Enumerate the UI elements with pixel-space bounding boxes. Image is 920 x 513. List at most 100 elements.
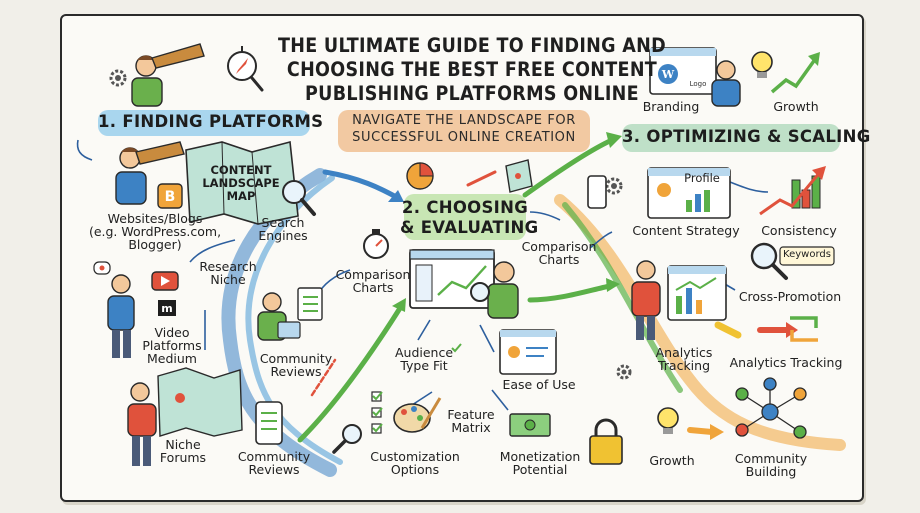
map-line: MAP: [226, 189, 256, 203]
page-subtitle: NAVIGATE THE LANDSCAPE FOR SUCCESSFUL ON…: [333, 112, 595, 146]
content-landscape-map: [185, 140, 299, 225]
person-tablet-icon: [257, 292, 301, 341]
section3-highlight: [622, 124, 840, 152]
label-line: Building: [745, 464, 797, 480]
magnifier-icon: [332, 424, 362, 454]
label-line: Reviews: [248, 462, 300, 478]
gear-icon: [605, 177, 623, 195]
forum-map-icon: [157, 367, 243, 437]
section1-highlight: [98, 110, 310, 136]
branding-window-icon: [649, 47, 717, 95]
wordpress-glyph: W: [661, 68, 675, 81]
analytics-window-icon: [667, 265, 727, 321]
label-line: Analytics: [655, 345, 713, 360]
label-comparison-charts: Comparison Charts: [514, 240, 604, 266]
label-line: Monetization: [499, 449, 581, 464]
phone-reviews-icon: [255, 401, 283, 445]
label-line: Comparison: [521, 239, 597, 254]
gear-icon: [616, 364, 632, 380]
label-line: Options: [390, 462, 440, 478]
chat-heart-icon: [93, 261, 111, 275]
clipboard-checklist-icon: [297, 287, 323, 321]
magnifier-map: [282, 180, 316, 216]
label-line: Reviews: [270, 364, 322, 380]
mobile-phone-icon: [587, 175, 607, 209]
profile-card-icon: [499, 329, 557, 375]
person-branding-icon: [711, 60, 741, 107]
section2-highlight: [404, 194, 526, 240]
person-telescope-icon: [131, 43, 205, 107]
section-choosing-evaluating: 2. CHOOSING & EVALUATING: [400, 198, 539, 238]
label-line: Audience: [394, 345, 454, 360]
label-research-niche: Research Niche: [188, 260, 268, 286]
section-line: 2. CHOOSING: [401, 198, 529, 217]
label-line: Video: [154, 325, 190, 340]
label-analytics-tracking: Analytics Tracking: [642, 346, 726, 372]
cross-promotion-arrows-icon: [790, 316, 818, 342]
label-community-reviews: Community Reviews: [232, 450, 316, 476]
palette-icon: [393, 397, 442, 433]
label-content-strategy: Content Strategy: [632, 223, 740, 238]
label-line: Niche: [165, 437, 201, 452]
label-line: Community: [237, 449, 311, 464]
medium-icon-letter: m: [161, 302, 172, 315]
label-feature-matrix: Feature Matrix: [436, 408, 506, 434]
section-line: & EVALUATING: [400, 218, 539, 237]
section-optimizing-scaling: 3. OPTIMIZING & SCALING: [622, 127, 871, 146]
label-audience-type-fit: Audience Type Fit: [386, 346, 462, 372]
label-websites-blogs: Websites/Blogs (e.g. WordPress.com, Blog…: [80, 211, 230, 252]
label-growth: Growth: [649, 453, 695, 468]
lock-icon: [589, 418, 623, 465]
label-line: Charts: [352, 280, 394, 296]
label-line: Niche: [210, 272, 246, 288]
person-map-icon: [127, 382, 157, 466]
subtitle-line: NAVIGATE THE LANDSCAPE FOR: [352, 113, 576, 128]
label-profile: Profile: [684, 171, 720, 185]
title-line: PUBLISHING PLATFORMS ONLINE: [305, 82, 639, 105]
label-line: Community: [734, 451, 808, 466]
label-customization-options: Customization Options: [362, 450, 468, 476]
page-title: THE ULTIMATE GUIDE TO FINDING AND CHOOSI…: [262, 34, 682, 106]
label-branding: Branding: [642, 99, 700, 114]
label-line: Platforms: [142, 338, 202, 354]
arrows: [297, 132, 798, 443]
label-monetization-potential: Monetization Potential: [490, 450, 590, 476]
label-line: Tracking: [657, 358, 711, 374]
map-line: LANDSCAPE: [202, 176, 280, 190]
keywords-magnifier-icon: [750, 242, 835, 280]
label-community-building: Community Building: [728, 452, 814, 478]
label-comparison-charts: Comparison Charts: [328, 268, 418, 294]
label-line: Websites/Blogs: [107, 211, 203, 226]
person-pointing-icon: [107, 274, 135, 358]
checklist-icon: [371, 343, 462, 434]
person-magnifier-icon: [470, 261, 519, 319]
title-line: CHOOSING THE BEST FREE CONTENT: [286, 58, 658, 81]
mini-map-icon: [505, 159, 533, 193]
label-growth: Growth: [773, 99, 819, 114]
map-line: CONTENT: [210, 163, 272, 177]
label-line: Medium: [147, 351, 197, 367]
label-search-engines: Search Engines: [248, 216, 318, 242]
label-community-reviews: Community Reviews: [254, 352, 338, 378]
compass-icon: [227, 46, 264, 92]
label-line: Feature: [447, 407, 495, 422]
logo-tag: Logo: [690, 80, 707, 88]
label-line: Customization: [370, 449, 460, 464]
label-line: Type Fit: [400, 358, 448, 374]
label-cross-promotion: Cross-Promotion: [738, 289, 842, 304]
consistency-chart-icon: [759, 166, 826, 216]
label-line: Research: [199, 259, 257, 274]
person-analytics-icon: [631, 260, 661, 340]
title-line: THE ULTIMATE GUIDE TO FINDING AND: [277, 34, 666, 57]
label-keywords: Keywords: [783, 249, 831, 260]
label-niche-forums: Niche Forums: [148, 438, 218, 464]
label-line: Forums: [159, 450, 207, 466]
subtitle-highlight: [338, 110, 590, 152]
label-ease-of-use: Ease of Use: [502, 377, 576, 392]
label-line: Comparison: [335, 267, 411, 282]
label-line: Matrix: [451, 420, 491, 436]
label-line: Charts: [538, 252, 580, 268]
growth-arrow-icon: [770, 52, 820, 94]
